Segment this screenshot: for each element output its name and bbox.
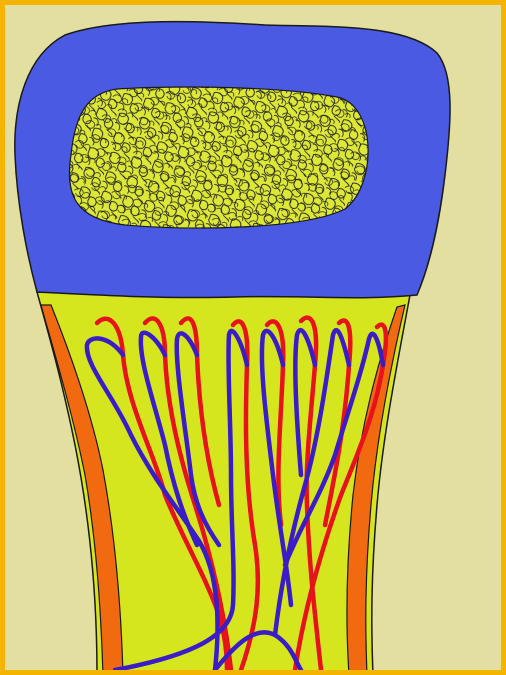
bone-growth-plate-diagram (5, 5, 501, 670)
ossification-texture (69, 87, 368, 228)
